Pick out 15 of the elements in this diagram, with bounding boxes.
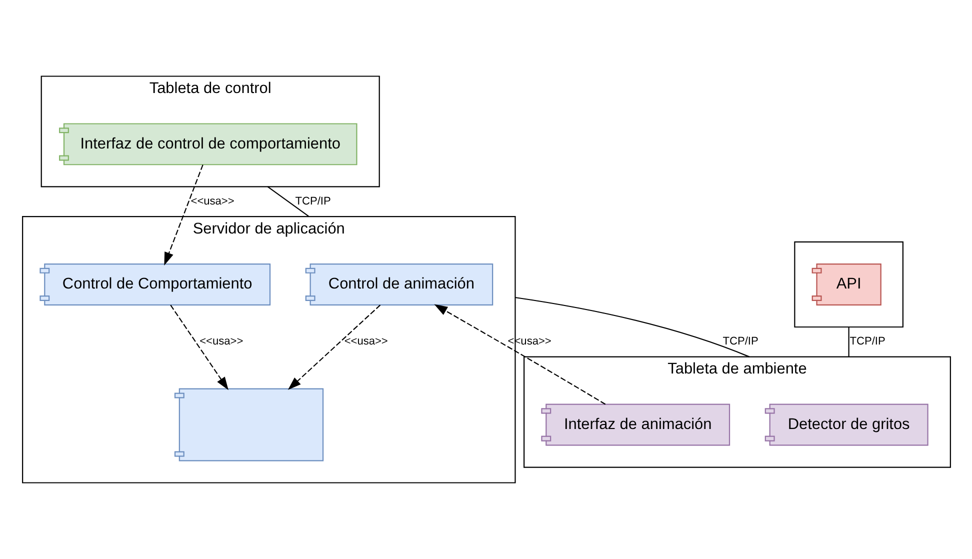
cluster <box>794 241 903 328</box>
edge-label: TCP/IP <box>722 336 758 348</box>
connector <box>266 186 309 217</box>
arrow <box>164 164 203 266</box>
edge-label: TCP/IP <box>849 336 885 348</box>
arrow <box>287 304 380 390</box>
edge-label: <<usa>> <box>344 336 388 348</box>
edge-label: <<usa>> <box>190 195 234 208</box>
arrow <box>434 304 606 405</box>
edge-label: <<usa>> <box>199 336 243 348</box>
edge-label: TCP/IP <box>294 195 330 208</box>
connector <box>514 296 750 358</box>
connector <box>848 327 849 357</box>
arrow <box>170 304 228 390</box>
node-box <box>174 388 324 462</box>
